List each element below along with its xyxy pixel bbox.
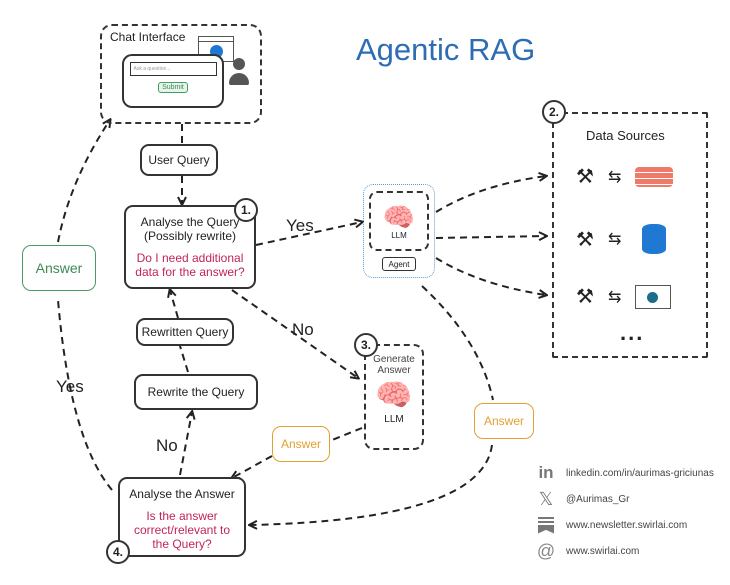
edge-generate-to-answer	[331, 427, 363, 441]
rewritten-query-label: Rewritten Query	[141, 325, 229, 339]
answer-final-box: Answer	[22, 245, 96, 291]
edge-analyseanswer-yes-up	[57, 299, 113, 491]
x-twitter-icon: 𝕏	[538, 488, 554, 509]
newsletter-link-text[interactable]: www.newsletter.swirlai.com	[566, 519, 688, 531]
linkedin-link-text[interactable]: linkedin.com/in/aurimas-griciunas	[566, 467, 714, 479]
brain-icon: 🧠	[382, 201, 416, 232]
database-icon	[642, 224, 667, 254]
brain-icon: 🧠	[375, 379, 413, 412]
footer-links: in linkedin.com/in/aurimas-griciunas 𝕏 @…	[534, 460, 730, 564]
question-input[interactable]: Ask a question...	[129, 62, 217, 76]
user-query-label: User Query	[148, 153, 210, 167]
agent-container: 🧠 LLM Agent	[363, 184, 435, 278]
edge-agent-to-answer-orange	[421, 285, 494, 401]
analyse-query-question-2: data for the answer?	[135, 265, 245, 279]
tools-icon: ⚒	[576, 286, 594, 308]
website-link-text[interactable]: www.swirlai.com	[566, 545, 640, 557]
user-query-node: User Query	[140, 144, 218, 176]
footer-link-x[interactable]: 𝕏 @Aurimas_Gr	[534, 486, 730, 512]
generate-answer-line2: Answer	[377, 365, 411, 376]
data-source-row: ⚒ ⇆	[576, 284, 672, 309]
swirl-logo-icon: @	[536, 540, 556, 561]
edge-analyse-yes-agent	[255, 222, 362, 246]
generate-llm-label: LLM	[384, 414, 404, 425]
edge-label-no-generate: No	[292, 320, 314, 339]
generate-answer-line1: Generate	[373, 354, 415, 365]
user-icon	[228, 58, 250, 90]
rewrite-query-label: Rewrite the Query	[147, 385, 245, 399]
edge-rewrite-to-rewritten	[179, 345, 189, 373]
analyse-answer-question-2: correct/relevant to	[133, 523, 231, 537]
submit-button[interactable]: Submit	[158, 82, 188, 93]
data-source-row: ⚒ ⇆	[576, 164, 674, 189]
rewrite-query-node: Rewrite the Query	[134, 374, 258, 410]
data-source-row: ⚒ ⇆	[576, 224, 667, 254]
edge-agent-to-db	[435, 236, 546, 238]
answer-agent-box: Answer	[474, 403, 534, 439]
edge-analyseanswer-no-rewrite	[179, 412, 192, 476]
web-icon	[635, 284, 672, 309]
analyse-query-subtitle: (Possibly rewrite)	[143, 229, 236, 243]
edge-rewritten-to-analyse	[170, 290, 179, 319]
chat-interface-panel: Chat Interface Ask a question... Submit	[100, 24, 262, 124]
answer-generate-box: Answer	[272, 426, 330, 462]
step-badge-3: 3.	[354, 333, 378, 357]
generate-answer-node: Generate Answer 🧠 LLM	[364, 344, 424, 450]
tools-icon: ⚒	[576, 228, 594, 251]
edge-label-no-rewrite: No	[156, 436, 178, 455]
rewritten-query-node: Rewritten Query	[136, 318, 234, 346]
analyse-answer-node: Analyse the Answer Is the answer correct…	[118, 477, 246, 557]
analyse-query-title: Analyse the Query	[140, 215, 240, 229]
more-sources-ellipsis: ...	[620, 320, 645, 345]
analyse-answer-question-3: the Query?	[152, 537, 212, 551]
agent-label: Agent	[382, 257, 416, 271]
agent-llm-box: 🧠 LLM	[369, 191, 429, 251]
edge-agent-to-vector	[435, 176, 546, 213]
edge-label-yes-answer: Yes	[56, 377, 84, 396]
edge-label-yes-agent: Yes	[286, 216, 314, 235]
analyse-query-node: Analyse the Query (Possibly rewrite) Do …	[124, 205, 256, 289]
edge-answer-to-analyseanswer	[232, 455, 273, 478]
edge-analyse-no-generate	[231, 289, 358, 378]
analyse-answer-question-1: Is the answer	[146, 509, 218, 523]
x-handle-text[interactable]: @Aurimas_Gr	[566, 493, 630, 505]
analyse-query-question-1: Do I need additional	[136, 251, 244, 265]
sync-icon: ⇆	[607, 168, 622, 186]
step-badge-1: 1.	[234, 198, 258, 222]
step-badge-2: 2.	[542, 100, 566, 124]
data-sources-title: Data Sources	[586, 128, 665, 143]
chat-form: Ask a question... Submit	[122, 54, 224, 108]
agent-llm-label: LLM	[391, 230, 407, 240]
edge-answer-to-chat	[57, 120, 110, 243]
tools-icon: ⚒	[576, 166, 594, 188]
diagram-title: Agentic RAG	[356, 32, 536, 67]
footer-link-linkedin[interactable]: in linkedin.com/in/aurimas-griciunas	[534, 460, 730, 486]
footer-link-website[interactable]: @ www.swirlai.com	[534, 538, 730, 564]
linkedin-icon: in	[538, 463, 554, 482]
vector-db-icon	[635, 166, 674, 187]
sync-icon: ⇆	[607, 288, 622, 306]
step-badge-4: 4.	[106, 540, 130, 564]
chat-interface-label: Chat Interface	[110, 30, 186, 44]
analyse-answer-title: Analyse the Answer	[129, 487, 235, 501]
data-sources-panel: Data Sources ⚒ ⇆ ⚒ ⇆ ⚒ ⇆ ...	[552, 112, 708, 358]
edge-agent-to-web	[435, 257, 546, 295]
footer-link-newsletter[interactable]: www.newsletter.swirlai.com	[534, 512, 730, 538]
newsletter-icon	[534, 516, 558, 534]
sync-icon: ⇆	[607, 231, 622, 248]
